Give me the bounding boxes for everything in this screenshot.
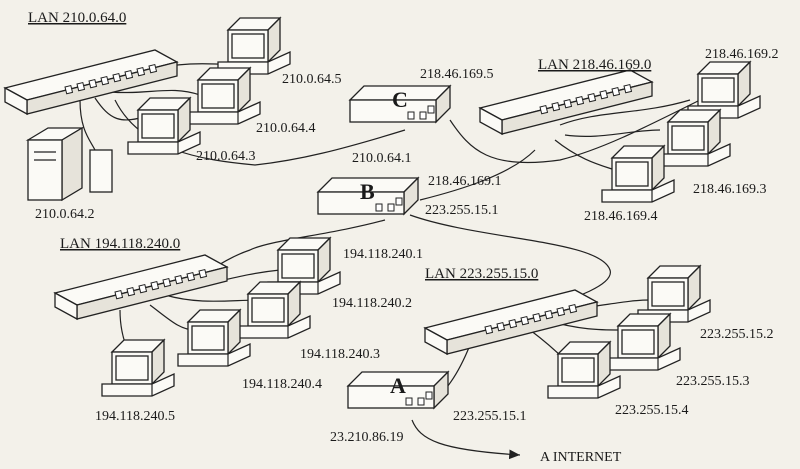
ip-194-118-240-5: 194.118.240.5 (95, 409, 175, 424)
ip-router-b-223: 223.255.15.1 (425, 203, 499, 218)
lan-label-194: LAN 194.118.240.0 (60, 236, 180, 252)
ip-router-c-210: 210.0.64.1 (352, 151, 412, 166)
ip-210-0-64-4: 210.0.64.4 (256, 121, 316, 136)
ip-218-46-169-4: 218.46.169.4 (584, 209, 658, 224)
server-210-2 (25, 126, 113, 202)
ip-194-118-240-4: 194.118.240.4 (242, 377, 322, 392)
ip-223-255-15-2: 223.255.15.2 (700, 327, 774, 342)
lan-label-223: LAN 223.255.15.0 (425, 266, 538, 282)
computer-210-5 (217, 17, 291, 75)
switch-lan-218 (479, 69, 653, 135)
ip-210-0-64-3: 210.0.64.3 (196, 149, 256, 164)
computer-210-4 (187, 67, 261, 125)
computer-218-3 (657, 109, 731, 167)
ip-router-a-223: 223.255.15.1 (453, 409, 527, 424)
computer-223-4 (547, 341, 621, 399)
ip-210-0-64-2: 210.0.64.2 (35, 207, 95, 222)
computer-223-3 (607, 313, 681, 371)
ip-210-0-64-5: 210.0.64.5 (282, 72, 342, 87)
internet-label: A INTERNET (540, 450, 622, 465)
ip-router-b-194: 194.118.240.1 (343, 247, 423, 262)
lan-label-210: LAN 210.0.64.0 (28, 10, 126, 26)
ip-223-255-15-3: 223.255.15.3 (676, 374, 750, 389)
computer-194-5 (101, 339, 175, 397)
ip-194-118-240-2: 194.118.240.2 (332, 296, 412, 311)
computer-218-4 (601, 145, 675, 203)
ip-218-46-169-3: 218.46.169.3 (693, 182, 767, 197)
router-b-label: B (360, 179, 375, 204)
ip-223-255-15-4: 223.255.15.4 (615, 403, 689, 418)
ip-router-a-ext: 23.210.86.19 (330, 430, 404, 445)
ip-router-c-218: 218.46.169.5 (420, 67, 494, 82)
ip-194-118-240-3: 194.118.240.3 (300, 347, 380, 362)
ip-router-b-218: 218.46.169.1 (428, 174, 502, 189)
lan-label-218: LAN 218.46.169.0 (538, 57, 651, 73)
router-a-label: A (390, 373, 406, 398)
ip-218-46-169-2: 218.46.169.2 (705, 47, 779, 62)
computer-210-3 (127, 97, 201, 155)
router-c-label: C (392, 87, 408, 112)
computer-194-3 (237, 281, 311, 339)
computer-194-4 (177, 309, 251, 367)
